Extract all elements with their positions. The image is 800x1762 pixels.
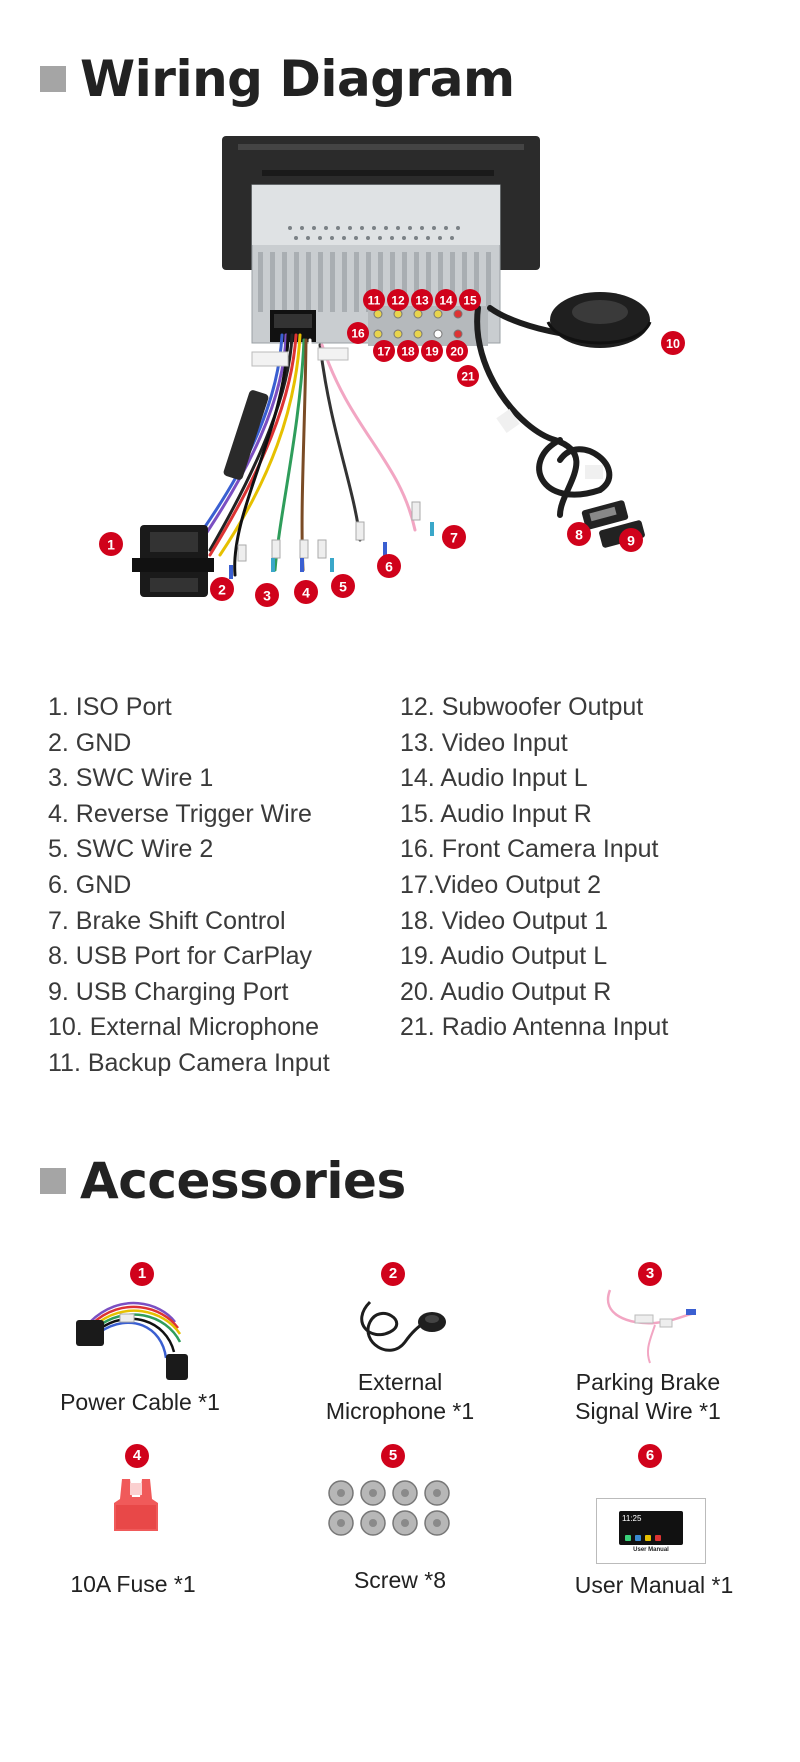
legend-item: 18. Video Output 1 bbox=[400, 906, 609, 935]
wiring-legend-right: 12. Subwoofer Output 13. Video Input 14.… bbox=[400, 690, 668, 1046]
callout-1: 1 bbox=[99, 532, 123, 556]
callout-6: 6 bbox=[377, 554, 401, 578]
accessory-badge-5: 5 bbox=[381, 1444, 405, 1468]
svg-text:8: 8 bbox=[575, 527, 583, 543]
svg-text:16: 16 bbox=[351, 327, 365, 341]
user-manual-image: 11:25 User Manual bbox=[596, 1498, 706, 1564]
legend-item: 20. Audio Output R bbox=[400, 977, 612, 1006]
svg-text:11: 11 bbox=[368, 294, 381, 308]
callout-10: 10 bbox=[661, 331, 685, 355]
callout-16: 16 bbox=[347, 322, 369, 344]
callout-18: 18 bbox=[397, 340, 419, 362]
legend-item: 9. USB Charging Port bbox=[48, 977, 289, 1006]
accessory-badge-4: 4 bbox=[125, 1444, 149, 1468]
legend-item: 11. Backup Camera Input bbox=[48, 1048, 330, 1077]
legend-item: 17.Video Output 2 bbox=[400, 870, 602, 899]
svg-text:18: 18 bbox=[401, 345, 415, 359]
legend-item: 2. GND bbox=[48, 728, 132, 757]
iso-plug bbox=[132, 525, 214, 597]
legend-item: 5. SWC Wire 2 bbox=[48, 835, 214, 864]
microphone-image bbox=[360, 1300, 446, 1352]
legend-item: 1. ISO Port bbox=[48, 693, 172, 721]
fuse-icon bbox=[114, 1479, 158, 1531]
accessory-label-3: Parking Brake Signal Wire *1 bbox=[575, 1369, 721, 1424]
legend-item: 21. Radio Antenna Input bbox=[400, 1013, 669, 1042]
callout-2: 2 bbox=[210, 577, 234, 601]
svg-text:2: 2 bbox=[218, 582, 226, 598]
callout-9: 9 bbox=[619, 528, 643, 552]
wiring-title-text: Wiring Diagram bbox=[80, 50, 515, 108]
svg-text:5: 5 bbox=[339, 579, 347, 595]
legend-item: 19. Audio Output L bbox=[400, 942, 608, 971]
svg-text:21: 21 bbox=[461, 370, 475, 384]
svg-text:15: 15 bbox=[463, 294, 477, 308]
svg-text:1: 1 bbox=[107, 537, 115, 553]
legend-item: 16. Front Camera Input bbox=[400, 835, 659, 864]
legend-item: 14. Audio Input L bbox=[400, 764, 588, 793]
manual-screen-time: 11:25 bbox=[622, 1514, 642, 1523]
callout-21: 21 bbox=[457, 365, 479, 387]
svg-text:17: 17 bbox=[377, 345, 391, 359]
wiring-section-title: Wiring Diagram bbox=[40, 50, 515, 108]
callout-20: 20 bbox=[446, 340, 468, 362]
screws-image bbox=[328, 1480, 450, 1536]
callout-17: 17 bbox=[373, 340, 395, 362]
svg-text:20: 20 bbox=[450, 345, 464, 359]
legend-item: 8. USB Port for CarPlay bbox=[48, 942, 312, 971]
callout-4: 4 bbox=[294, 580, 318, 604]
accessory-badge-3: 3 bbox=[638, 1262, 662, 1286]
svg-text:4: 4 bbox=[302, 585, 310, 601]
legend-item: 13. Video Input bbox=[400, 728, 568, 757]
wiring-legend-left: 1. ISO Port 2. GND 3. SWC Wire 1 4. Reve… bbox=[48, 690, 330, 1082]
callout-11: 11 bbox=[363, 289, 385, 311]
accessory-label-1: Power Cable *1 bbox=[60, 1389, 220, 1415]
manual-cover-screen: 11:25 bbox=[619, 1511, 683, 1545]
legend-item: 15. Audio Input R bbox=[400, 799, 592, 828]
accessories-section-title: Accessories bbox=[40, 1152, 406, 1210]
svg-text:14: 14 bbox=[439, 294, 453, 308]
legend-item: 10. External Microphone bbox=[48, 1013, 319, 1042]
svg-text:13: 13 bbox=[415, 294, 429, 308]
legend-item: 7. Brake Shift Control bbox=[48, 906, 286, 935]
callout-8: 8 bbox=[567, 522, 591, 546]
svg-text:12: 12 bbox=[391, 294, 405, 308]
accessory-badge-6: 6 bbox=[638, 1444, 662, 1468]
legend-item: 3. SWC Wire 1 bbox=[48, 764, 214, 793]
brake-wire-image bbox=[606, 1289, 696, 1364]
svg-text:10: 10 bbox=[666, 337, 680, 351]
title-square-icon bbox=[40, 1168, 66, 1194]
accessory-badge-2: 2 bbox=[381, 1262, 405, 1286]
callout-5: 5 bbox=[331, 574, 355, 598]
accessory-label-2: External Microphone *1 bbox=[325, 1369, 475, 1424]
svg-text:7: 7 bbox=[450, 530, 458, 546]
callout-14: 14 bbox=[435, 289, 457, 311]
legend-item: 12. Subwoofer Output bbox=[400, 693, 644, 721]
wiring-diagram-illustration: 1 2 3 4 5 6 7 8 9 10 11 12 13 14 15 16 1… bbox=[99, 136, 685, 607]
accessory-label-6: User Manual *1 bbox=[574, 1572, 734, 1598]
callout-12: 12 bbox=[387, 289, 409, 311]
callout-15: 15 bbox=[459, 289, 481, 311]
accessory-label-5: Screw *8 bbox=[353, 1567, 447, 1593]
accessory-label-4: 10A Fuse *1 bbox=[70, 1571, 196, 1597]
svg-text:6: 6 bbox=[385, 559, 393, 575]
callout-7: 7 bbox=[442, 525, 466, 549]
title-square-icon bbox=[40, 66, 66, 92]
power-cable-image bbox=[76, 1301, 188, 1380]
callout-13: 13 bbox=[411, 289, 433, 311]
accessories-title-text: Accessories bbox=[80, 1152, 406, 1210]
svg-text:9: 9 bbox=[627, 533, 635, 549]
svg-text:3: 3 bbox=[263, 588, 271, 604]
svg-text:19: 19 bbox=[425, 345, 439, 359]
callout-19: 19 bbox=[421, 340, 443, 362]
manual-cover-text: User Manual bbox=[633, 1547, 669, 1553]
accessory-badge-1: 1 bbox=[130, 1262, 154, 1286]
legend-item: 4. Reverse Trigger Wire bbox=[48, 799, 312, 828]
legend-item: 6. GND bbox=[48, 870, 132, 899]
callout-3: 3 bbox=[255, 583, 279, 607]
